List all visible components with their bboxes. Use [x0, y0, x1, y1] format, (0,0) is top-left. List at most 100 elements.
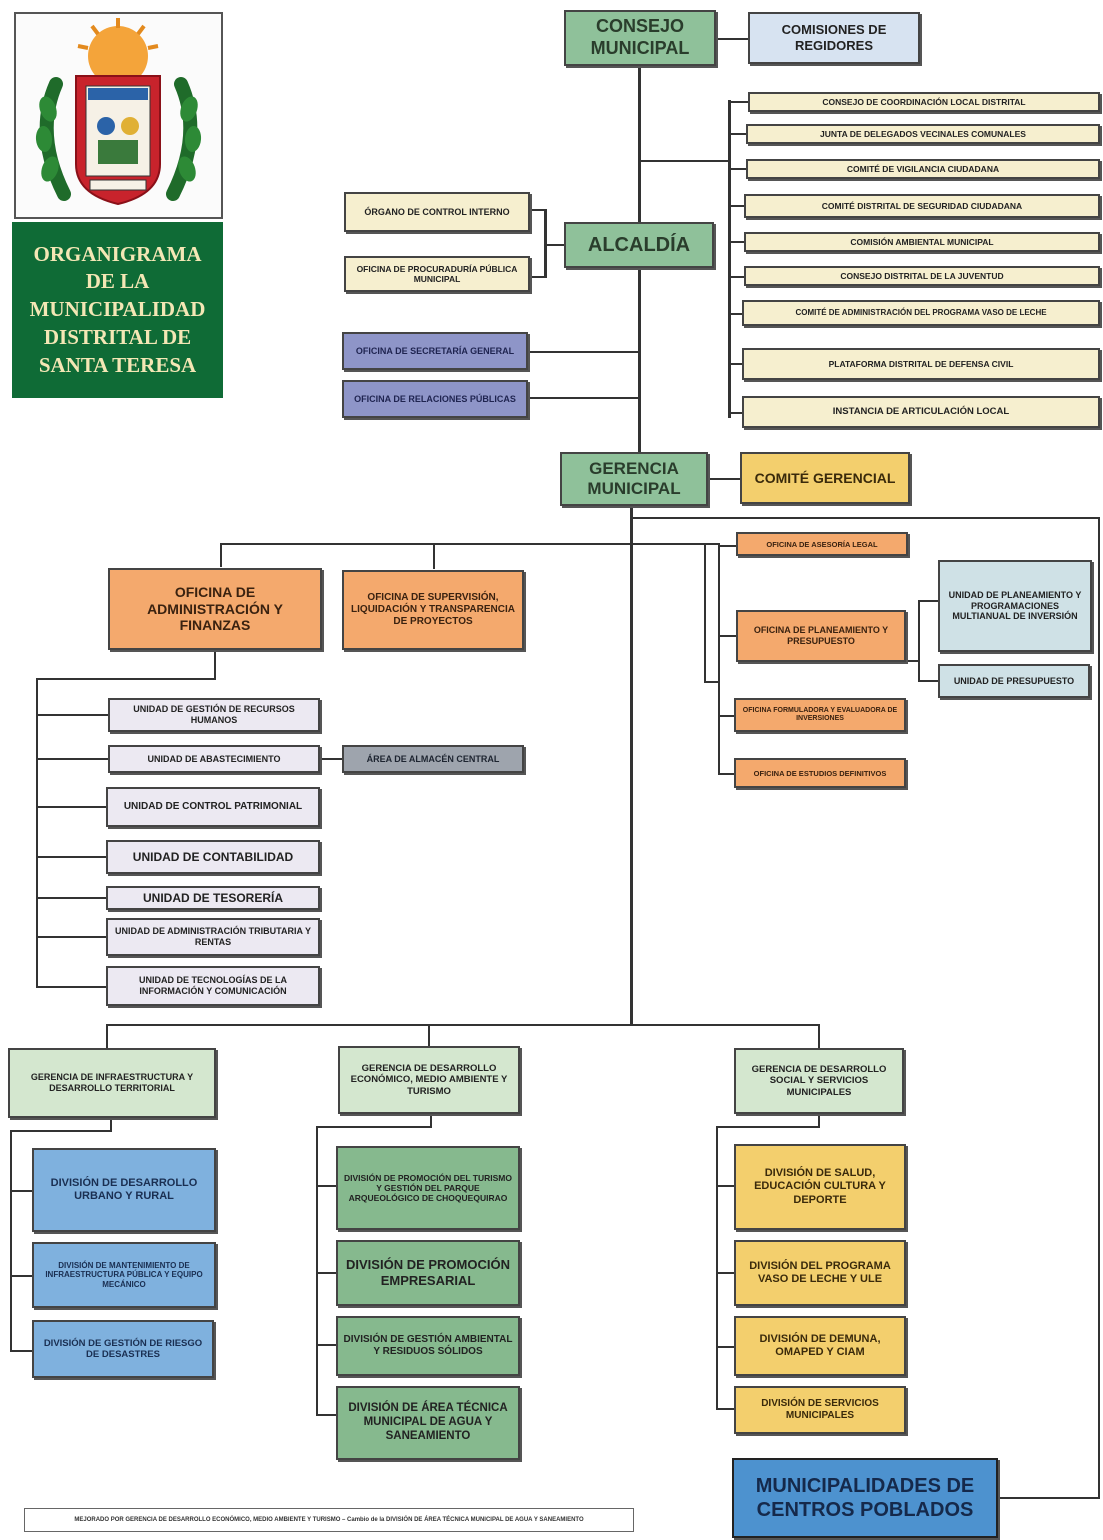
connector — [106, 1024, 820, 1026]
connector — [214, 650, 216, 680]
connector — [528, 397, 640, 399]
chart-title: ORGANIGRAMA DE LA MUNICIPALIDAD DISTRITA… — [12, 222, 223, 398]
connector — [728, 412, 742, 414]
connector — [718, 715, 734, 717]
connector — [36, 758, 108, 760]
connector — [718, 773, 734, 775]
connector — [638, 160, 730, 162]
connector — [10, 1350, 32, 1352]
connector — [544, 209, 547, 278]
relaciones-publicas-box: OFICINA DE RELACIONES PÚBLICAS — [342, 380, 528, 418]
connector — [110, 1117, 112, 1131]
supervision-box: OFICINA DE SUPERVISIÓN, LIQUIDACIÓN Y TR… — [342, 570, 524, 650]
connector — [106, 1024, 108, 1048]
connector — [716, 1272, 734, 1274]
division-infra-1: DIVISIÓN DE DESARROLLO URBANO Y RURAL — [32, 1148, 216, 1232]
connector — [10, 1130, 12, 1352]
connector — [728, 100, 731, 418]
connector — [36, 806, 106, 808]
connector — [36, 986, 106, 988]
unidad-pmi-box: UNIDAD DE PLANEAMIENTO Y PROGRAMACIONES … — [938, 560, 1092, 652]
division-eco-2: DIVISIÓN DE PROMOCIÓN EMPRESARIAL — [336, 1240, 520, 1306]
centros-poblados-box: MUNICIPALIDADES DE CENTROS POBLADOS — [732, 1458, 998, 1538]
almacen-box: ÁREA DE ALMACÉN CENTRAL — [342, 745, 524, 773]
consultative-item: CONSEJO DE COORDINACIÓN LOCAL DISTRITAL — [748, 92, 1100, 112]
connector — [906, 660, 920, 662]
connector — [320, 758, 342, 760]
division-eco-3: DIVISIÓN DE GESTIÓN AMBIENTAL Y RESIDUOS… — [336, 1316, 520, 1376]
oaf-box: OFICINA DE ADMINISTRACIÓN Y FINANZAS — [108, 568, 322, 650]
connector — [918, 600, 938, 602]
connector — [528, 351, 640, 353]
unidad-patrimonial-box: UNIDAD DE CONTROL PATRIMONIAL — [106, 787, 320, 827]
connector — [428, 1024, 430, 1048]
connector — [818, 1114, 820, 1128]
consultative-item: JUNTA DE DELEGADOS VECINALES COMUNALES — [746, 124, 1100, 144]
connector — [638, 270, 641, 454]
gerencia-infraestructura-box: GERENCIA DE INFRAESTRUCTURA Y DESARROLLO… — [8, 1048, 216, 1118]
connector — [316, 1185, 336, 1187]
consultative-item: COMITÉ DE VIGILANCIA CIUDADANA — [746, 159, 1100, 179]
consultative-item: COMISIÓN AMBIENTAL MUNICIPAL — [744, 232, 1100, 252]
connector — [530, 276, 546, 278]
connector — [316, 1414, 336, 1416]
organo-control-box: ÓRGANO DE CONTROL INTERNO — [344, 192, 530, 232]
secretaria-general-box: OFICINA DE SECRETARÍA GENERAL — [342, 332, 528, 370]
connector — [36, 856, 106, 858]
unidad-tributaria-box: UNIDAD DE ADMINISTRACIÓN TRIBUTARIA Y RE… — [106, 918, 320, 956]
connector — [918, 600, 920, 682]
consultative-item: INSTANCIA DE ARTICULACIÓN LOCAL — [742, 396, 1100, 428]
connector — [728, 276, 744, 278]
alcaldia-box: ALCALDÍA — [564, 222, 714, 268]
consultative-item: CONSEJO DISTRITAL DE LA JUVENTUD — [744, 266, 1100, 286]
connector — [36, 678, 216, 680]
connector — [716, 1408, 734, 1410]
formuladora-box: OFICINA FORMULADORA Y EVALUADORA DE INVE… — [734, 698, 906, 732]
gerencia-municipal-box: GERENCIA MUNICIPAL — [560, 452, 708, 506]
division-social-4: DIVISIÓN DE SERVICIOS MUNICIPALES — [734, 1386, 906, 1434]
estudios-box: OFICINA DE ESTUDIOS DEFINITIVOS — [734, 758, 906, 788]
consejo-municipal-box: CONSEJO MUNICIPAL — [564, 10, 716, 66]
connector — [316, 1344, 336, 1346]
connector — [728, 101, 748, 103]
gerencia-social-box: GERENCIA DE DESARROLLO SOCIAL Y SERVICIO… — [734, 1048, 904, 1114]
connector — [728, 313, 742, 315]
unidad-tesoreria-box: UNIDAD DE TESORERÍA — [106, 886, 320, 910]
connector — [36, 714, 108, 716]
unidad-rrhh-box: UNIDAD DE GESTIÓN DE RECURSOS HUMANOS — [108, 698, 320, 732]
connector — [36, 678, 38, 988]
unidad-contabilidad-box: UNIDAD DE CONTABILIDAD — [106, 840, 320, 874]
connector — [316, 1126, 318, 1416]
connector — [728, 241, 744, 243]
division-eco-1: DIVISIÓN DE PROMOCIÓN DEL TURISMO Y GEST… — [336, 1146, 520, 1230]
connector — [1000, 1497, 1100, 1499]
division-social-1: DIVISIÓN DE SALUD, EDUCACIÓN CULTURA Y D… — [734, 1144, 906, 1230]
planeamiento-box: OFICINA DE PLANEAMIENTO Y PRESUPUESTO — [736, 610, 906, 662]
connector — [316, 1126, 432, 1128]
connector — [220, 543, 720, 545]
unidad-abastecimiento-box: UNIDAD DE ABASTECIMIENTO — [108, 745, 320, 773]
connector — [718, 545, 736, 547]
comisiones-box: COMISIONES DE REGIDORES — [748, 12, 920, 64]
connector — [530, 209, 546, 211]
connector — [316, 1272, 336, 1274]
division-social-2: DIVISIÓN DEL PROGRAMA VASO DE LECHE Y UL… — [734, 1240, 906, 1306]
connector — [10, 1190, 32, 1192]
connector — [728, 168, 746, 170]
connector — [36, 936, 106, 938]
connector — [918, 680, 938, 682]
connector — [716, 1185, 734, 1187]
connector — [728, 363, 742, 365]
connector — [544, 244, 564, 246]
connector — [716, 1346, 734, 1348]
consultative-item: COMITÉ DISTRITAL DE SEGURIDAD CIUDADANA — [744, 194, 1100, 218]
connector — [728, 133, 746, 135]
gerencia-economico-box: GERENCIA DE DESARROLLO ECONÓMICO, MEDIO … — [338, 1046, 520, 1114]
comite-gerencial-box: COMITÉ GERENCIAL — [740, 452, 910, 504]
connector — [36, 897, 106, 899]
connector — [10, 1275, 32, 1277]
connector — [433, 543, 435, 569]
consultative-item: COMITÉ DE ADMINISTRACIÓN DEL PROGRAMA VA… — [742, 300, 1100, 326]
connector — [630, 506, 633, 1026]
division-eco-4: DIVISIÓN DE ÁREA TÉCNICA MUNICIPAL DE AG… — [336, 1386, 520, 1460]
